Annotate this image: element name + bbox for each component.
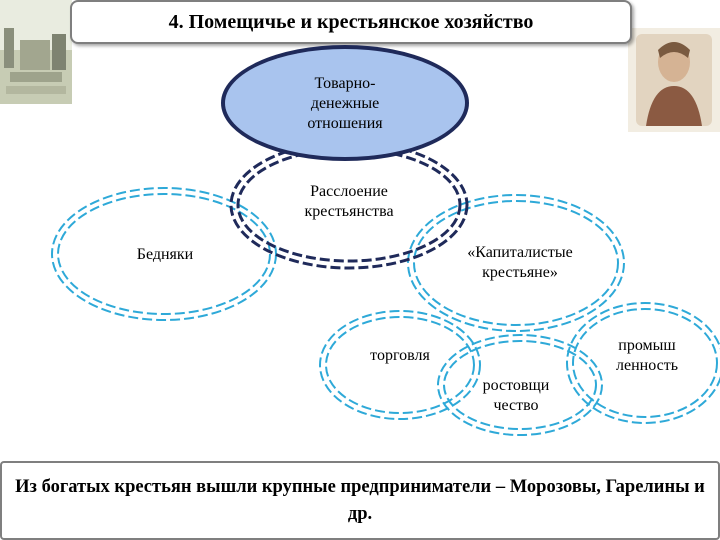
commodity-oval (221, 45, 469, 161)
industry-label: промыш ленность (616, 337, 678, 374)
capitalist-ring (407, 194, 625, 332)
capitalist-label: «Капиталистые крестьяне» (467, 244, 573, 281)
usury-ring (437, 334, 603, 436)
page-title: 4. Помещичье и крестьянское хозяйство (70, 0, 632, 44)
factory-picture (0, 0, 72, 104)
trade-ring (319, 310, 481, 420)
stratification-label: Расслоение крестьянства (304, 183, 394, 220)
industry-ring (566, 302, 720, 424)
poor-label: Бедняки (136, 246, 194, 263)
footer-note: Из богатых крестьян вышли крупные предпр… (0, 461, 720, 540)
portrait-picture (628, 28, 720, 132)
usury-label: ростовщи чество (482, 377, 550, 414)
commodity-label: Товарно- денежные отношения (307, 75, 383, 132)
trade-label: торговля (370, 347, 430, 364)
